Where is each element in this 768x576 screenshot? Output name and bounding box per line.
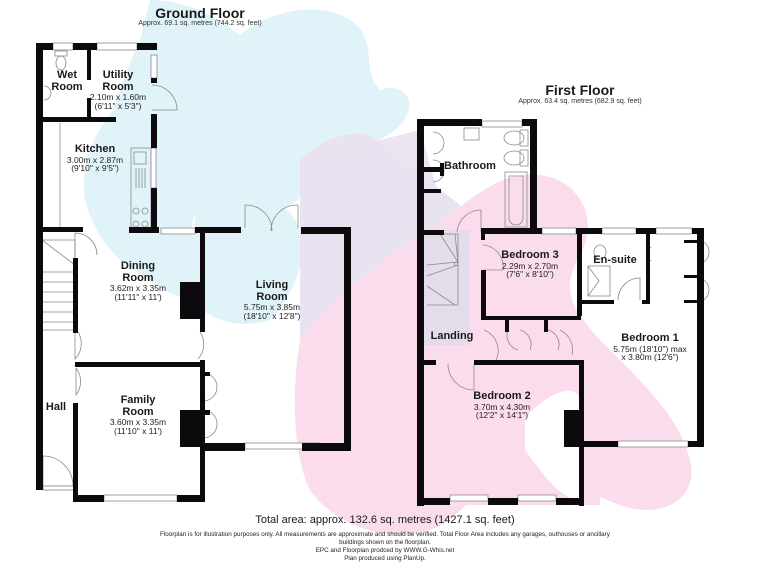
room-name: Living	[255, 279, 289, 291]
room-name: Wet	[57, 69, 77, 81]
room-name: Utility	[102, 69, 134, 81]
first-floor-area: Approx. 63.4 sq. metres (682.9 sq. feet)	[518, 98, 642, 105]
room-utility-room: Utility Room 2.10m x 1.60m (6'11" x 5'3"…	[78, 69, 158, 112]
room-dim-metric: 5.75m x 3.85m	[243, 302, 301, 313]
room-landing: Landing	[426, 330, 478, 343]
room-dim-metric: 3.60m x 3.35m	[109, 417, 167, 428]
room-name-2: Room	[102, 80, 134, 93]
room-name: Hall	[45, 401, 67, 413]
room-dim-imperial: (18'10" x 12'8")	[243, 311, 301, 322]
room-bedroom-1: Bedroom 1 5.75m (18'10") max x 3.80m (12…	[605, 332, 695, 363]
room-dim-metric: 2.10m x 1.60m	[89, 92, 147, 103]
room-wet-room: Wet Room	[44, 69, 90, 93]
room-name-2: Room	[256, 290, 288, 303]
disclaimer-line-1: Floorplan is for illustration purposes o…	[160, 531, 610, 538]
room-dim-imperial: (7'6" x 8'10")	[506, 269, 554, 280]
disclaimer-line-2: buildings shown on the floorplan.	[339, 539, 431, 546]
room-name: Bedroom 1	[621, 332, 679, 344]
room-dim-metric: 3.62m x 3.35m	[109, 283, 167, 294]
room-hall: Hall	[40, 401, 72, 414]
room-name: Family	[120, 394, 156, 406]
room-en-suite: En-suite	[590, 254, 640, 267]
first-floor-title: First Floor	[545, 82, 615, 98]
room-dim-metric: 3.00m x 2.87m	[66, 154, 124, 165]
credit-line: EPC and Floorplan prodced by WWW.G-Whis.…	[315, 547, 455, 554]
room-bedroom-2: Bedroom 2 3.70m x 4.30m (12'2" x 14'1")	[462, 390, 542, 421]
total-area: Total area: approx. 132.6 sq. metres (14…	[255, 514, 515, 526]
room-dim-metric: 5.75m (18'10") max	[613, 343, 687, 354]
room-dim-imperial: (11'11" x 11')	[114, 292, 162, 303]
room-name: Landing	[430, 330, 474, 342]
room-bathroom: Bathroom	[444, 160, 504, 173]
room-dim-metric: 2.29m x 2.70m	[501, 260, 559, 271]
room-name: Kitchen	[74, 143, 116, 155]
software-line: Plan produced using PlanUp.	[344, 555, 426, 562]
room-dim-imperial: x 3.80m (12'6")	[621, 352, 679, 363]
ground-floor-title: Ground Floor	[155, 5, 245, 21]
room-name-2: Room	[51, 80, 83, 93]
room-dim-metric: 3.70m x 4.30m	[473, 401, 531, 412]
room-name: Dining	[120, 260, 156, 272]
room-bedroom-3: Bedroom 3 2.29m x 2.70m (7'6" x 8'10")	[490, 249, 570, 280]
room-family-room: Family Room 3.60m x 3.35m (11'10" x 11')	[98, 394, 178, 437]
watermark-blue-shape	[83, 0, 410, 300]
room-dim-imperial: (12'2" x 14'1")	[475, 410, 529, 421]
room-name-2: Room	[122, 405, 154, 418]
ground-floor-area: Approx. 69.1 sq. metres (744.2 sq. feet)	[138, 20, 262, 27]
room-dim-imperial: (9'10" x 9'5")	[71, 163, 119, 174]
room-name: En-suite	[593, 254, 637, 266]
room-name: Bedroom 3	[501, 249, 559, 261]
room-living-room: Living Room 5.75m x 3.85m (18'10" x 12'8…	[232, 279, 312, 322]
room-name: Bedroom 2	[473, 390, 531, 402]
room-kitchen: Kitchen 3.00m x 2.87m (9'10" x 9'5")	[55, 143, 135, 174]
room-dining-room: Dining Room 3.62m x 3.35m (11'11" x 11')	[98, 260, 178, 303]
room-dim-imperial: (11'10" x 11')	[114, 426, 162, 437]
room-dim-imperial: (6'11" x 5'3")	[94, 101, 142, 112]
room-name-2: Room	[122, 271, 154, 284]
room-name: Bathroom	[444, 160, 496, 172]
